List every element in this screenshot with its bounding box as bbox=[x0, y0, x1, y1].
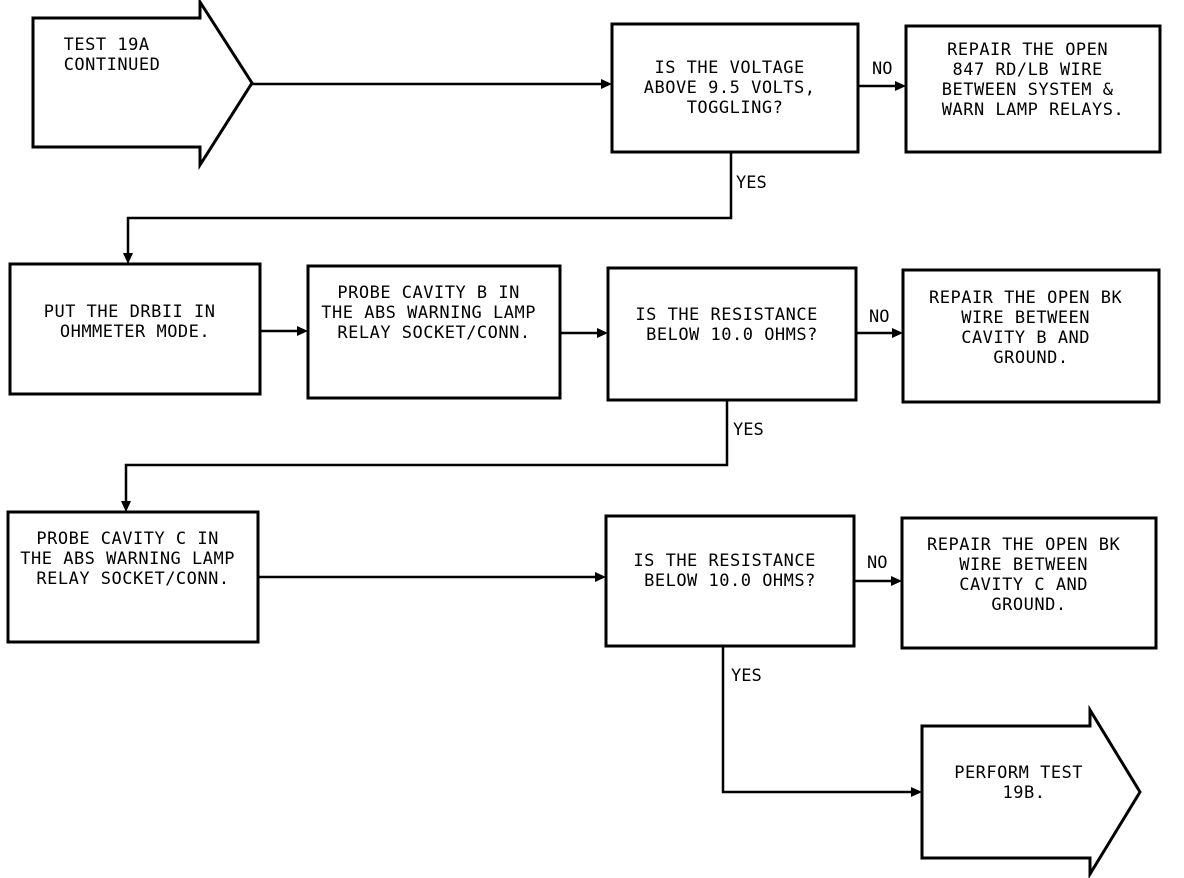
start-arrow-text: TEST 19A CONTINUED bbox=[64, 35, 161, 75]
connector-resistance-c-yes bbox=[721, 646, 922, 797]
question-resistance-b-box: IS THE RESISTANCE BELOW 10.0 OHMS? bbox=[606, 266, 858, 402]
repair-cavity-b-box: REPAIR THE OPEN BK WIRE BETWEEN CAVITY B… bbox=[901, 268, 1161, 404]
probe-cavity-b-box: PROBE CAVITY B IN THE ABS WARNING LAMP R… bbox=[306, 264, 562, 400]
probe-cavity-c-text: PROBE CAVITY C IN THE ABS WARNING LAMP R… bbox=[20, 529, 245, 589]
connector-resistance-c-no bbox=[854, 576, 902, 586]
repair-cavity-b-text: REPAIR THE OPEN BK WIRE BETWEEN CAVITY B… bbox=[929, 288, 1133, 368]
no-label-voltage: NO bbox=[872, 59, 892, 79]
question-voltage-box: IS THE VOLTAGE ABOVE 9.5 VOLTS, TOGGLING… bbox=[610, 22, 860, 154]
question-voltage-text: IS THE VOLTAGE ABOVE 9.5 VOLTS, TOGGLING… bbox=[644, 58, 827, 118]
repair-cavity-c-text: REPAIR THE OPEN BK WIRE BETWEEN CAVITY C… bbox=[927, 535, 1131, 615]
connector-resistance-b-yes bbox=[121, 400, 729, 512]
connector-ohmmeter-to-probe-b bbox=[260, 326, 308, 336]
ohmmeter-mode-box: PUT THE DRBII IN OHMMETER MODE. bbox=[8, 262, 262, 396]
end-block-arrow: PERFORM TEST 19B. bbox=[920, 704, 1142, 878]
no-label-resistance-b: NO bbox=[869, 307, 889, 327]
connector-voltage-no bbox=[858, 81, 906, 91]
question-resistance-c-box: IS THE RESISTANCE BELOW 10.0 OHMS? bbox=[604, 514, 856, 648]
probe-cavity-b-text: PROBE CAVITY B IN THE ABS WARNING LAMP R… bbox=[321, 283, 546, 343]
connector-probe-b-to-question bbox=[560, 328, 608, 338]
yes-label-resistance-c: YES bbox=[731, 666, 762, 686]
probe-cavity-c-box: PROBE CAVITY C IN THE ABS WARNING LAMP R… bbox=[6, 510, 260, 644]
question-resistance-c-text: IS THE RESISTANCE BELOW 10.0 OHMS? bbox=[633, 551, 826, 591]
connector-voltage-yes bbox=[123, 152, 733, 264]
repair-847-wire-text: REPAIR THE OPEN 847 RD/LB WIRE BETWEEN S… bbox=[942, 40, 1125, 120]
connector-probe-c-to-question bbox=[258, 572, 606, 582]
end-arrow-text: PERFORM TEST 19B. bbox=[954, 763, 1094, 803]
yes-label-resistance-b: YES bbox=[733, 420, 764, 440]
start-block-arrow: TEST 19A CONTINUED bbox=[31, 0, 254, 171]
connector-start-to-voltage bbox=[252, 79, 612, 89]
connector-resistance-b-no bbox=[856, 328, 903, 338]
question-resistance-b-text: IS THE RESISTANCE BELOW 10.0 OHMS? bbox=[635, 305, 828, 345]
no-label-resistance-c: NO bbox=[867, 553, 887, 573]
repair-847-wire-box: REPAIR THE OPEN 847 RD/LB WIRE BETWEEN S… bbox=[904, 24, 1162, 154]
ohmmeter-mode-text: PUT THE DRBII IN OHMMETER MODE. bbox=[44, 302, 227, 342]
yes-label-voltage: YES bbox=[736, 173, 767, 193]
repair-cavity-c-box: REPAIR THE OPEN BK WIRE BETWEEN CAVITY C… bbox=[900, 516, 1158, 650]
